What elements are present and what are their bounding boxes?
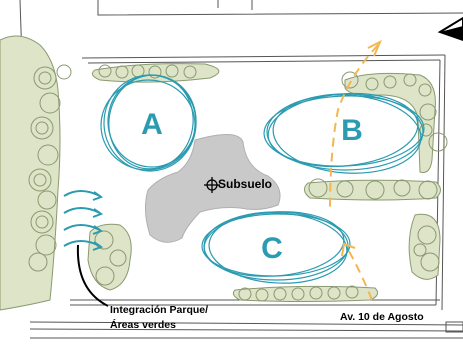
green-top-trees [98, 64, 197, 79]
green-area-bottom [232, 285, 379, 302]
park-strip [0, 35, 61, 311]
subsuelo-label: Subsuelo [218, 177, 272, 191]
green-middle-trees [308, 178, 438, 200]
note-areas-verdes: Áreas verdes [110, 318, 176, 331]
access-arrowhead-bottom [341, 242, 356, 257]
zone-b-label: B [341, 114, 363, 147]
access-arrowhead-top [367, 39, 382, 57]
green-area-middle [304, 179, 441, 201]
note-integracion-parque: Integración Parque/ [110, 304, 208, 316]
street-label: Av. 10 de Agosto [340, 311, 424, 323]
note-leader-line [76, 244, 109, 307]
zone-c-label: C [261, 232, 283, 265]
green-bottom-trees [238, 285, 359, 302]
green-lower-left-trees [94, 230, 127, 286]
north-arrow-icon [437, 16, 463, 42]
access-arrow-top [329, 44, 379, 213]
crosshair-marker-icon [204, 177, 220, 193]
park-trees [28, 64, 72, 272]
integration-arrows [63, 190, 104, 251]
zone-a-outline [100, 74, 197, 172]
green-right-trees [341, 71, 448, 152]
access-arrow-bottom [345, 245, 373, 301]
zone-a-label: A [141, 108, 163, 141]
subsuelo-area [144, 134, 281, 243]
green-right-lower-trees [413, 225, 440, 272]
context-lines [19, 0, 463, 339]
